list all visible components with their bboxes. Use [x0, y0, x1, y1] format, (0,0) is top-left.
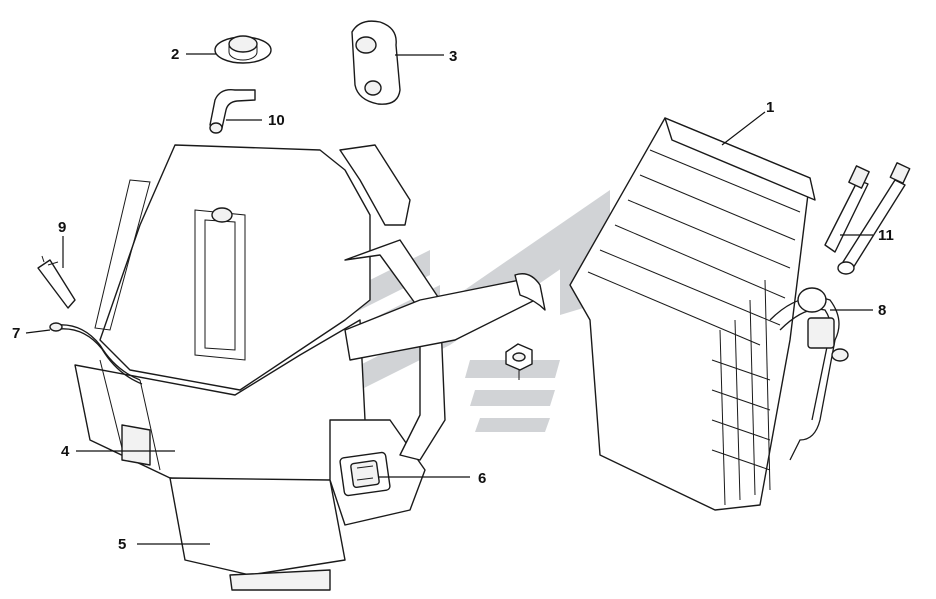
part-4-5-housing [74, 144, 426, 591]
callout-4: 4 [61, 443, 70, 460]
part-8-expansion-valve [769, 287, 849, 461]
callout-leaders [25, 53, 873, 545]
part-9-sensor [37, 255, 76, 309]
callout-7: 7 [12, 325, 20, 342]
callout-5: 5 [118, 536, 126, 553]
part-1-evaporator-core [569, 117, 816, 511]
part-11-pipe-fittings [824, 162, 911, 275]
callout-2: 2 [171, 46, 179, 63]
part-7-wire [49, 322, 143, 385]
callout-11: 11 [878, 227, 894, 244]
callout-9: 9 [58, 219, 66, 236]
callout-labels: 1 2 3 4 5 6 7 8 9 10 11 [12, 46, 894, 553]
callout-1: 1 [766, 99, 774, 116]
hex-nut [505, 343, 533, 380]
callout-8: 8 [878, 302, 886, 319]
mounting-bracket-arm [339, 144, 546, 461]
callout-6: 6 [478, 470, 486, 487]
callout-3: 3 [449, 48, 457, 65]
part-3-bracket [351, 20, 401, 105]
part-10-elbow-hose [209, 89, 256, 134]
part-2-grommet [214, 35, 272, 64]
callout-10: 10 [268, 112, 285, 129]
